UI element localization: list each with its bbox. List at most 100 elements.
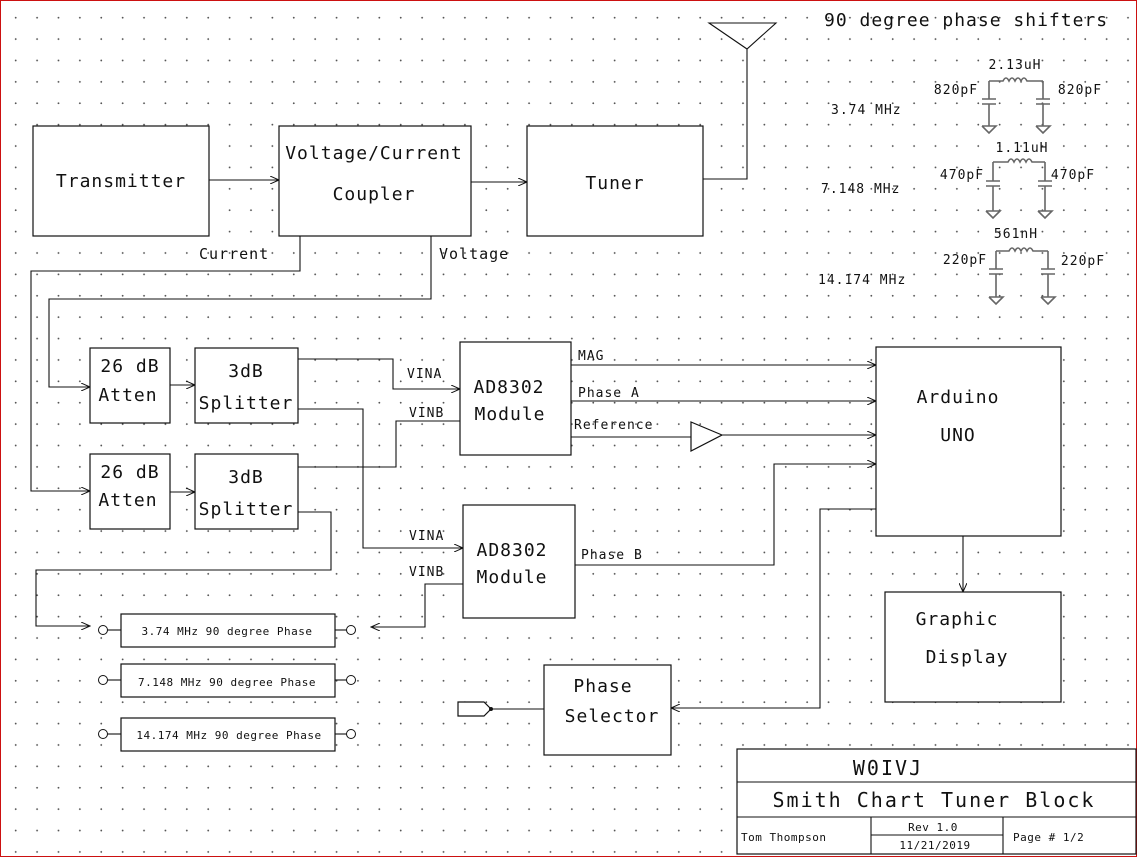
- phase-shifter-2-cap-right: 470pF: [1051, 168, 1095, 183]
- page-number: Page # 1/2: [1013, 831, 1084, 844]
- atten1-label-2: Atten: [98, 385, 157, 406]
- inductor-3-icon: [996, 247, 1048, 253]
- phase-block-1-port-right-icon: [346, 625, 356, 635]
- revision: Rev 1.0: [908, 821, 958, 834]
- display-label-1: Graphic: [916, 609, 999, 630]
- vina-label-2: VINA: [409, 529, 444, 544]
- phase-block-list: 3.74 MHz 90 degree Phase 7.148 MHz 90 de…: [98, 613, 356, 752]
- splitter-block-2: [194, 453, 299, 530]
- ad8302a-label-1: AD8302: [473, 377, 544, 398]
- vinb-label-2: VINB: [409, 565, 444, 580]
- title-block-frame: [736, 748, 1137, 855]
- phase-block-3: [120, 717, 336, 752]
- phase-shifters-title: 90 degree phase shifters: [824, 10, 1108, 31]
- phase-block-3-port-left-icon: [98, 729, 108, 739]
- phase-block-1-port-left-icon: [98, 625, 108, 635]
- capacitor-2-right-icon: [1037, 162, 1054, 220]
- arduino-label-2: UNO: [940, 425, 976, 446]
- ad8302-module-a: [459, 341, 572, 456]
- phase-shifter-3-cap-left: 220pF: [943, 253, 987, 268]
- phase-shifter-1-cap-left: 820pF: [934, 83, 978, 98]
- arduino-label-1: Arduino: [917, 387, 1000, 408]
- phase-block-2-port-left-icon: [98, 675, 108, 685]
- wire-current: [30, 236, 301, 491]
- buffer-amplifier-icon: [690, 421, 724, 452]
- tuner-label: Tuner: [585, 173, 644, 194]
- inductor-1-icon: [989, 77, 1043, 83]
- graphic-display-block: [884, 591, 1062, 703]
- atten2-label-1: 26 dB: [100, 462, 159, 483]
- title-block: W0IVJ Smith Chart Tuner Block Tom Thomps…: [736, 748, 1137, 855]
- arduino-uno-block: [875, 346, 1062, 537]
- wire-splitter2-phase: [35, 511, 332, 626]
- capacitor-1-left-icon: [981, 81, 998, 135]
- atten-block-2: [89, 453, 171, 530]
- phase-shifter-2-freq: 7.148 MHz: [821, 182, 900, 197]
- phase-shifter-3-freq: 14.174 MHz: [818, 273, 906, 288]
- atten2-label-2: Atten: [98, 490, 157, 511]
- wiring: [30, 49, 963, 709]
- coupler-block: [278, 125, 472, 237]
- atten-block-1: [89, 347, 171, 424]
- wire-splitter1-vina: [298, 358, 460, 389]
- splitter2-label-2: Splitter: [199, 499, 294, 520]
- wire-arduino-selector: [671, 508, 876, 708]
- phase-shifter-3: 14.174 MHz 561nH 220pF 220pF: [818, 227, 1105, 306]
- splitter-block-1: [194, 347, 299, 424]
- phase-shifter-2: 7.148 MHz 1.11uH 470pF 470pF: [821, 141, 1095, 220]
- connector-node-icon: [489, 707, 493, 711]
- phase-shifter-1-inductor: 2.13uH: [989, 58, 1042, 73]
- selector-label-2: Selector: [565, 706, 660, 727]
- splitter1-label-2: Splitter: [199, 393, 294, 414]
- reference-label: Reference: [574, 418, 653, 433]
- transmitter-label: Transmitter: [56, 171, 186, 192]
- atten1-label-1: 26 dB: [100, 356, 159, 377]
- wire-splitter1-vina2: [298, 408, 463, 548]
- wire-tuner-antenna: [703, 49, 748, 180]
- ad8302b-label-1: AD8302: [476, 540, 547, 561]
- ad8302a-label-2: Module: [474, 404, 545, 425]
- date: 11/21/2019: [899, 839, 970, 852]
- selector-label-1: Phase: [573, 676, 632, 697]
- mag-label: MAG: [578, 349, 604, 364]
- capacitor-3-left-icon: [988, 251, 1005, 306]
- vina-label-1: VINA: [407, 367, 442, 382]
- voltage-label: Voltage: [439, 245, 509, 263]
- phase-b-label: Phase B: [581, 548, 643, 563]
- capacitor-2-left-icon: [985, 162, 1002, 220]
- vinb-label-1: VINB: [409, 406, 444, 421]
- phase-selector-block: [543, 664, 672, 756]
- ad8302-module-b: [462, 504, 576, 619]
- transmitter-block: [32, 125, 210, 237]
- wire-phase-b: [575, 464, 876, 566]
- phase-shifter-2-inductor: 1.11uH: [996, 141, 1049, 156]
- wire-splitter2-vinb: [298, 420, 460, 468]
- inductor-2-icon: [993, 158, 1045, 164]
- splitter1-label-1: 3dB: [228, 361, 264, 382]
- phase-block-3-port-right-icon: [346, 729, 356, 739]
- antenna-icon: [707, 22, 778, 50]
- wire-voltage: [48, 236, 432, 387]
- phase-shifter-3-cap-right: 220pF: [1061, 254, 1105, 269]
- phase-block-3-label: 14.174 MHz 90 degree Phase: [136, 729, 321, 742]
- wire-phase-vinb: [371, 583, 463, 627]
- author: Tom Thompson: [741, 831, 826, 844]
- display-label-2: Display: [926, 647, 1009, 668]
- phase-block-1-label: 3.74 MHz 90 degree Phase: [142, 625, 313, 638]
- coupler-label-2: Coupler: [333, 184, 416, 205]
- splitter2-label-1: 3dB: [228, 467, 264, 488]
- phase-shifter-1-freq: 3.74 MHz: [831, 103, 902, 118]
- coupler-label-1: Voltage/Current: [285, 143, 463, 164]
- phase-shifter-1: 3.74 MHz 2.13uH 820pF 820pF: [831, 58, 1101, 135]
- current-label: Current: [199, 245, 269, 263]
- phase-a-label: Phase A: [578, 386, 640, 401]
- connector-icon: [457, 701, 492, 717]
- phase-block-2-label: 7.148 MHz 90 degree Phase: [138, 676, 316, 689]
- tuner-block: [526, 125, 704, 237]
- phase-shifter-3-inductor: 561nH: [994, 227, 1038, 242]
- capacitor-3-right-icon: [1040, 251, 1057, 306]
- ad8302b-label-2: Module: [476, 567, 547, 588]
- phase-block-2: [120, 663, 336, 698]
